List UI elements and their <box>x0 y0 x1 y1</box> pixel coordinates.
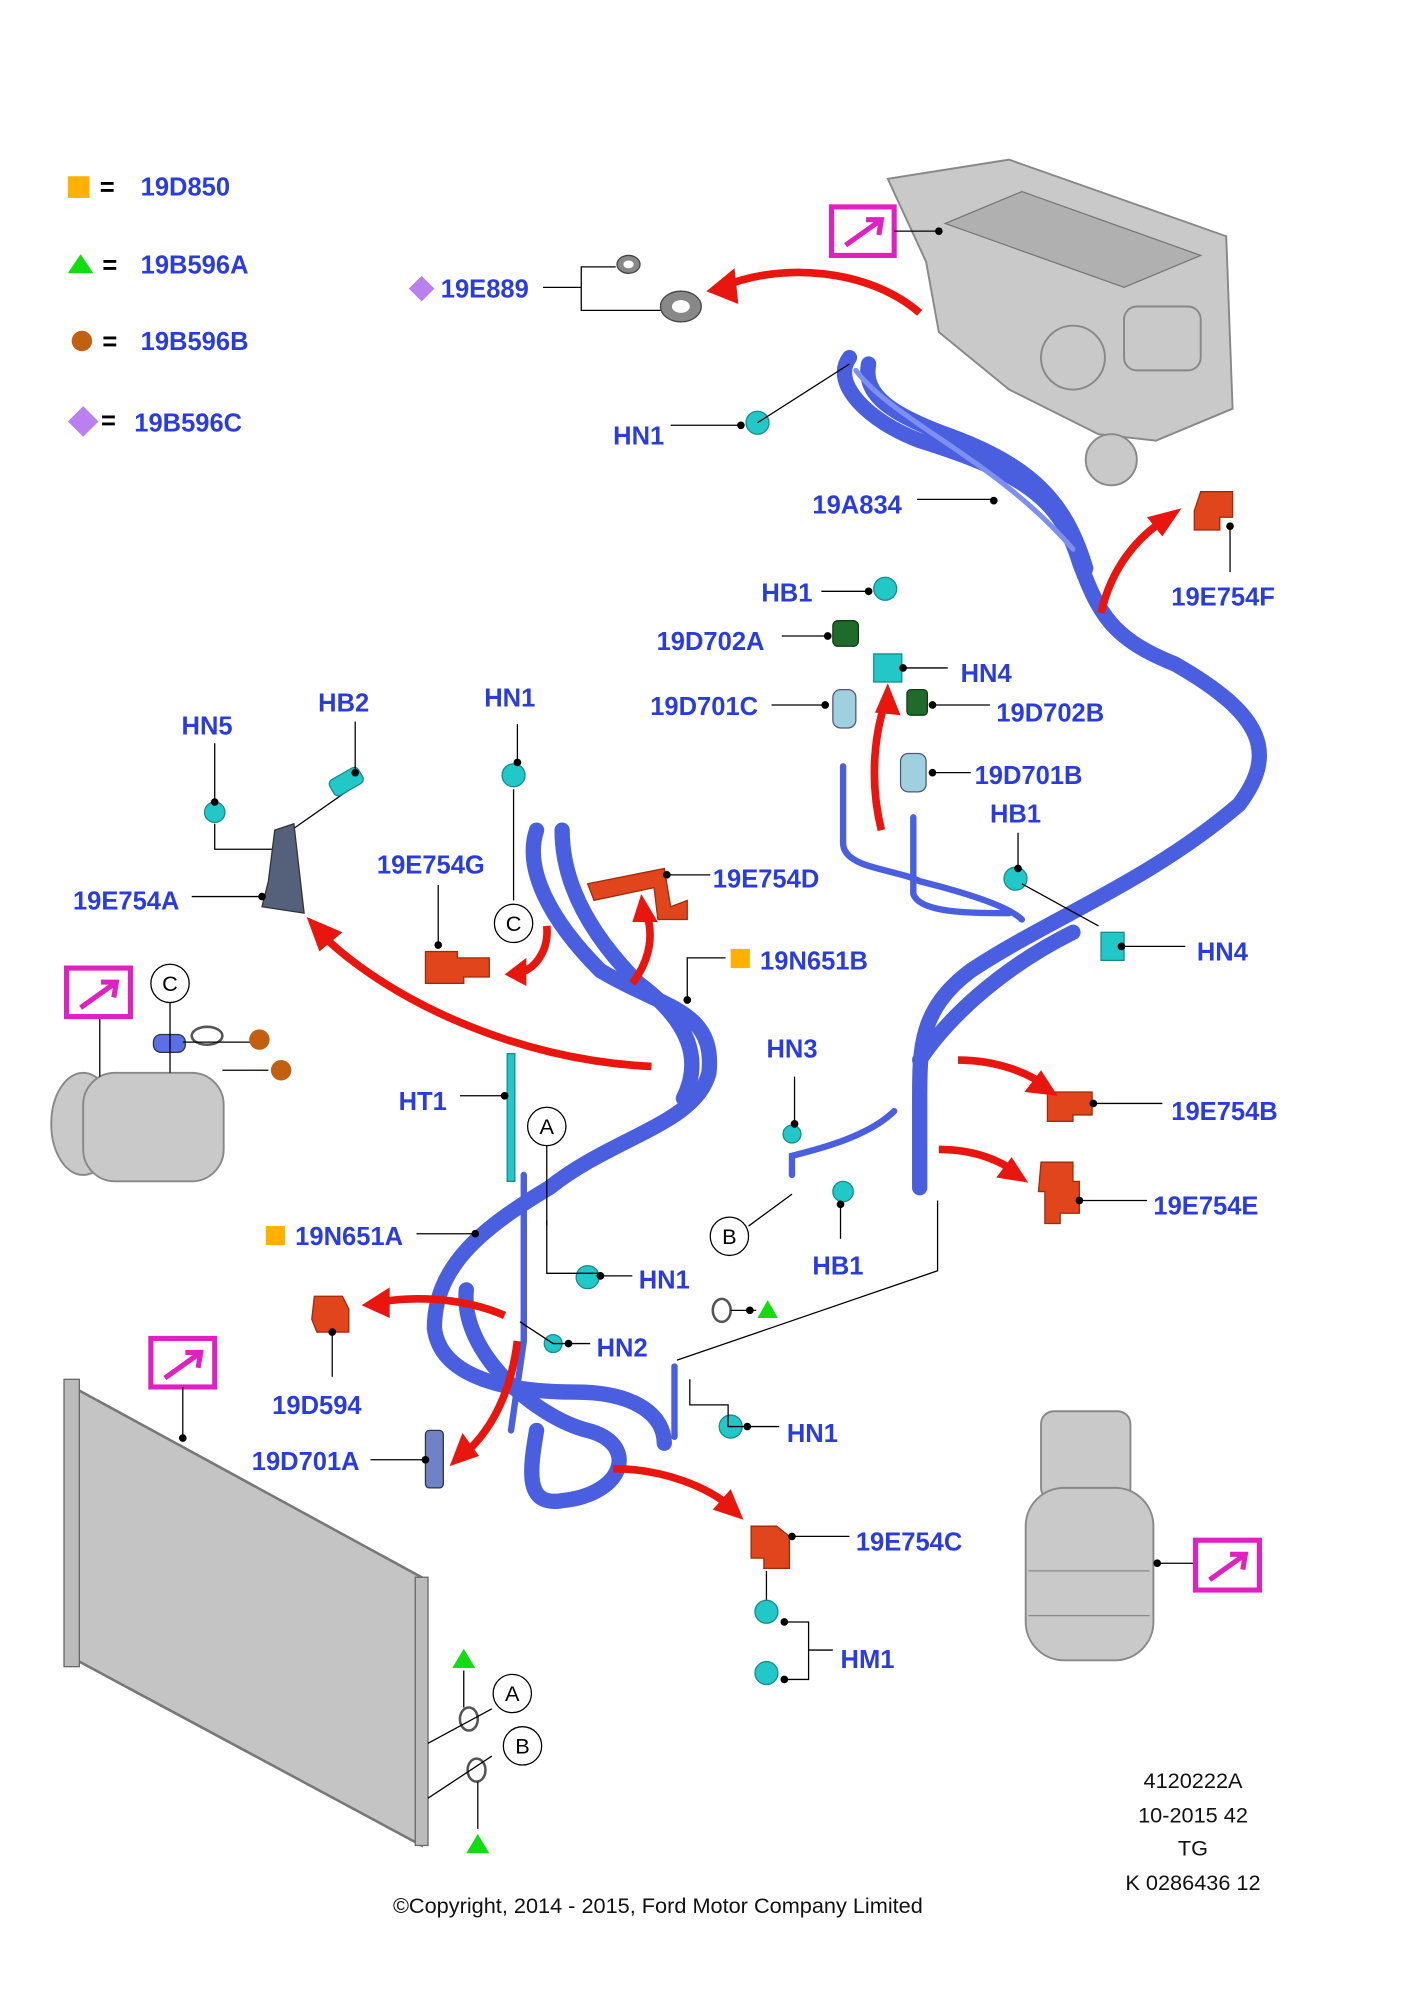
legend-equals: = <box>101 407 116 435</box>
label-hb1: HB1 <box>761 580 812 608</box>
label-hn2: HN2 <box>597 1334 648 1362</box>
condenser <box>63 1378 429 1848</box>
label-19N651B: 19N651B <box>760 947 868 975</box>
compressor <box>50 1025 225 1183</box>
label-hn1: HN1 <box>613 422 664 450</box>
date-code: 10-2015 42 <box>1138 1802 1248 1827</box>
legend-equals: = <box>100 173 115 201</box>
arrow-icon <box>163 1349 204 1381</box>
callout-b: B <box>502 1726 543 1766</box>
label-hn3: HN3 <box>766 1035 817 1063</box>
callout-a: A <box>492 1673 533 1714</box>
arrow-icon <box>1208 1551 1249 1582</box>
arrow-icon <box>79 979 120 1010</box>
hose-19A834 <box>836 349 1267 1196</box>
callout-b: B <box>709 1216 750 1257</box>
label-hb2: HB2 <box>318 689 369 717</box>
part-19E889: 19E889 <box>408 254 702 323</box>
label-19N651A: 19N651A <box>295 1223 403 1251</box>
label-hn5: HN5 <box>182 712 233 740</box>
label-19E754A: 19E754A <box>73 887 179 915</box>
reference-box[interactable] <box>64 965 133 1020</box>
legend-equals: = <box>102 328 117 356</box>
arrow-icon <box>844 217 885 248</box>
svg-text:A: A <box>505 1681 520 1706</box>
label-ht1: HT1 <box>399 1088 447 1116</box>
legend-square-icon <box>67 176 90 198</box>
hose-19N651B <box>426 822 1081 1509</box>
svg-text:B: B <box>515 1734 529 1759</box>
label-hn1: HN1 <box>639 1267 690 1295</box>
label-hb1: HB1 <box>812 1253 863 1281</box>
reference-box[interactable] <box>1193 1537 1262 1593</box>
label-19D594: 19D594 <box>272 1392 362 1420</box>
label-hm1: HM1 <box>841 1646 895 1674</box>
reference-box[interactable] <box>148 1335 218 1390</box>
refrigerant-cylinder <box>1024 1410 1155 1662</box>
legend-equals: = <box>102 251 117 279</box>
label-19E754F: 19E754F <box>1171 583 1275 611</box>
label-19E754C: 19E754C <box>856 1528 962 1556</box>
legend: = 19D850 = 19B596A = 19B596B = 19B596C <box>67 173 249 438</box>
tg-code: TG <box>1178 1836 1208 1861</box>
label-19D701B: 19D701B <box>975 762 1083 790</box>
label-hn1: HN1 <box>787 1420 838 1448</box>
label-19A834: 19A834 <box>812 491 902 519</box>
hvac-evaporator-housing <box>886 158 1234 487</box>
illustration-number: 4120222A <box>1144 1768 1243 1793</box>
label-19E754B: 19E754B <box>1171 1098 1277 1126</box>
legend-diamond-icon <box>67 406 99 437</box>
svg-text:C: C <box>506 911 522 936</box>
label-hn4: HN4 <box>1197 938 1249 966</box>
label-19D702B: 19D702B <box>996 700 1104 728</box>
label-19E754D: 19E754D <box>713 866 819 894</box>
legend-triangle-icon <box>67 254 94 274</box>
legend-part: 19B596A <box>141 251 249 279</box>
callout-c: C <box>150 963 190 1004</box>
label-hn1: HN1 <box>484 684 535 712</box>
label-19E889: 19E889 <box>441 276 529 304</box>
label-19D702A: 19D702A <box>657 628 765 656</box>
svg-text:B: B <box>722 1224 736 1249</box>
k-number: K 0286436 12 <box>1125 1870 1260 1895</box>
legend-circle-icon <box>71 330 93 352</box>
callout-c: C <box>493 903 534 944</box>
label-19E754G: 19E754G <box>377 852 485 880</box>
label-19D701A: 19D701A <box>252 1448 360 1476</box>
legend-part: 19B596B <box>141 328 249 356</box>
callout-a: A <box>526 1106 567 1147</box>
svg-text:C: C <box>162 971 178 996</box>
svg-text:A: A <box>540 1114 555 1139</box>
label-hn4: HN4 <box>961 660 1013 688</box>
copyright: ©Copyright, 2014 - 2015, Ford Motor Comp… <box>393 1893 923 1918</box>
legend-part: 19D850 <box>141 173 230 201</box>
legend-part: 19B596C <box>134 410 242 438</box>
reference-box[interactable] <box>829 204 897 258</box>
label-19E754E: 19E754E <box>1153 1193 1258 1221</box>
label-19D701C: 19D701C <box>650 693 758 721</box>
label-hb1: HB1 <box>990 800 1041 828</box>
